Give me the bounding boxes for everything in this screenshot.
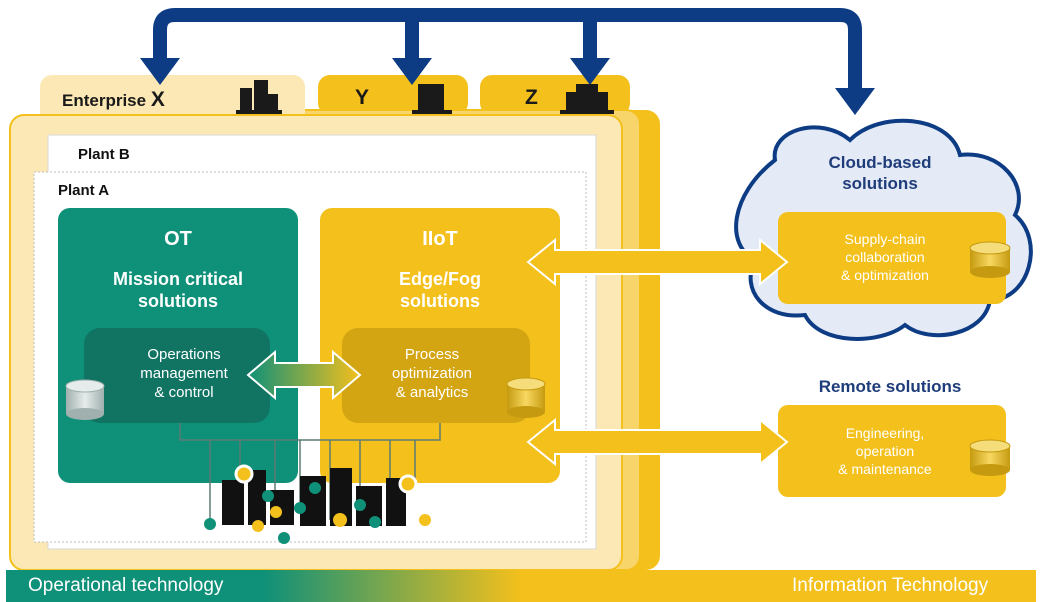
building-icon <box>412 84 452 114</box>
database-icon <box>969 241 1011 278</box>
iiot-inner-text: Process optimization & analytics <box>391 346 473 401</box>
ot-iiot-arrow <box>246 349 362 401</box>
iiot-inner-box <box>342 328 530 423</box>
ot-inner-text: Operations management & control <box>140 346 228 401</box>
plant-a-label: Plant A <box>58 182 110 199</box>
building-icon <box>560 84 614 114</box>
enterprise-x-tab-label: Enterprise X <box>62 88 165 111</box>
building-icon <box>236 80 282 114</box>
enterprise-connector-arrow <box>153 8 862 90</box>
iiot-title: IIoT <box>422 228 458 250</box>
enterprise-z-tab-label: Z <box>525 86 538 109</box>
ot-bar-label: Operational technology <box>28 575 224 596</box>
ot-inner-box <box>84 328 270 423</box>
remote-link-arrow <box>526 417 789 467</box>
cloud-solution-box <box>778 212 1006 304</box>
remote-heading: Remote solutions <box>818 377 962 396</box>
ot-it-gradient-bar <box>6 570 1036 602</box>
database-icon <box>969 439 1011 476</box>
iiot-subtitle: Edge/Fog solutions <box>399 269 481 311</box>
enterprise-y-tab-label: Y <box>355 86 370 109</box>
connector-arrowheads <box>140 58 875 115</box>
remote-solution-box <box>778 405 1006 497</box>
database-icon <box>65 379 105 420</box>
plant-b-label: Plant B <box>78 146 130 163</box>
cloud-box-text: Supply-chain collaboration & optimizatio… <box>841 231 929 283</box>
remote-box-text: Engineering, operation & maintenance <box>838 425 932 477</box>
database-icon <box>506 377 546 418</box>
it-bar-label: Information Technology <box>792 575 989 596</box>
cloud-link-arrow <box>526 237 789 287</box>
cloud-heading: Cloud-based solutions <box>828 153 932 193</box>
ot-subtitle: Mission critical solutions <box>112 269 244 311</box>
sensor-nodes <box>204 464 431 544</box>
ot-title: OT <box>164 228 192 250</box>
